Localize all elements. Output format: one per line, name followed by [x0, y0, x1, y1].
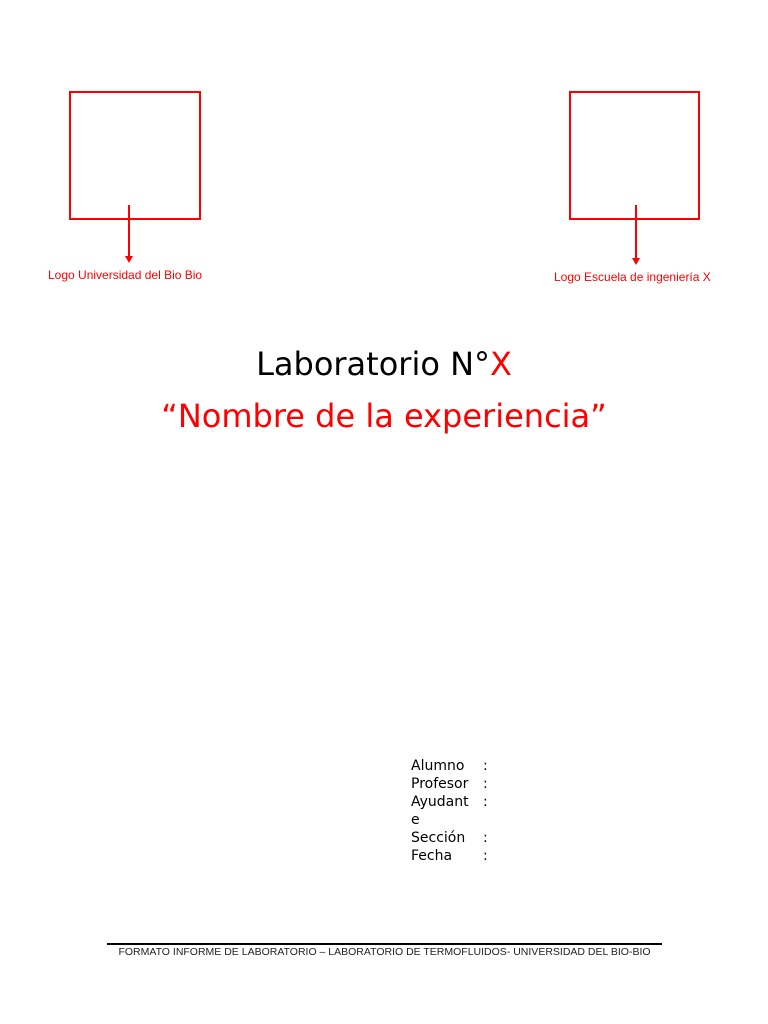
info-label: Sección — [411, 830, 466, 846]
info-row-ayudante: Ayudante : — [411, 793, 577, 829]
page-title: Laboratorio N°X — [0, 344, 768, 384]
info-colon: : — [483, 776, 488, 792]
info-value[interactable] — [497, 757, 577, 775]
info-value[interactable] — [497, 847, 577, 865]
info-label: Profesor — [411, 776, 469, 792]
info-colon: : — [483, 794, 488, 810]
footer-text: FORMATO INFORME DE LABORATORIO – LABORAT… — [118, 946, 651, 958]
info-value[interactable] — [497, 793, 577, 829]
footer-divider — [107, 943, 662, 945]
info-label: Ayudante — [411, 794, 469, 828]
info-colon: : — [483, 848, 488, 864]
experience-name: “Nombre de la experiencia” — [161, 397, 607, 435]
university-logo-caption: Logo Universidad del Bio Bio — [48, 268, 203, 282]
info-value[interactable] — [497, 775, 577, 793]
info-row-fecha: Fecha : — [411, 847, 577, 865]
arrow-down-icon — [635, 205, 637, 258]
info-label: Fecha — [411, 848, 453, 864]
info-row-profesor: Profesor : — [411, 775, 577, 793]
school-logo-caption: Logo Escuela de ingeniería X — [554, 270, 711, 284]
arrow-head-icon — [125, 256, 133, 263]
arrow-head-icon — [632, 258, 640, 265]
arrow-down-icon — [128, 205, 130, 256]
info-value[interactable] — [497, 829, 577, 847]
lab-number: X — [490, 345, 512, 383]
university-logo-placeholder — [69, 91, 201, 220]
info-row-alumno: Alumno : — [411, 757, 577, 775]
info-row-seccion: Sección : — [411, 829, 577, 847]
info-colon: : — [483, 830, 488, 846]
student-info-table: Alumno : Profesor : Ayudante : Sección :… — [411, 757, 577, 865]
info-colon: : — [483, 758, 488, 774]
title-prefix: Laboratorio N° — [256, 345, 491, 383]
info-label: Alumno — [411, 758, 465, 774]
school-logo-placeholder — [569, 91, 700, 220]
